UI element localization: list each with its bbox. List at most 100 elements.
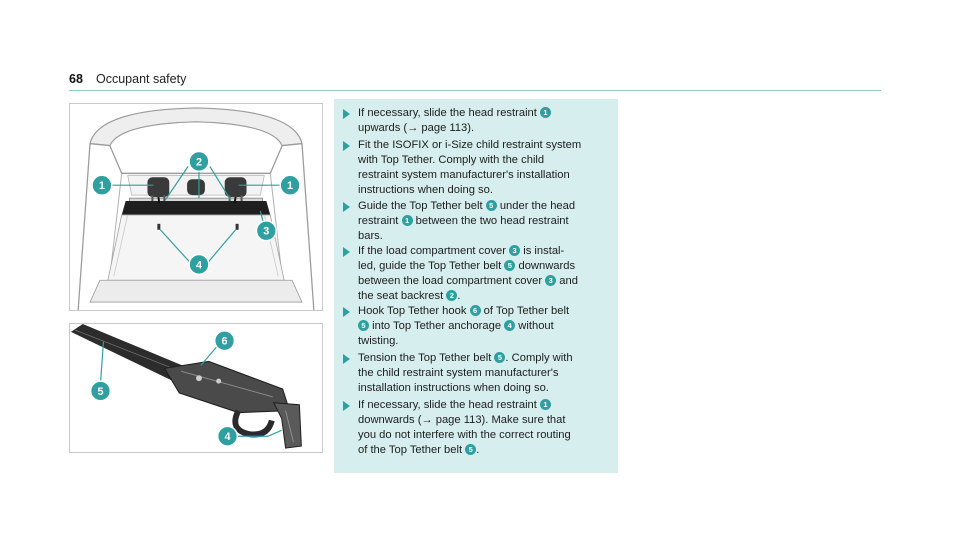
step-text: Tension the Top Tether belt 5. Comply wi… <box>358 351 610 396</box>
step-text-run: led, guide the Top Tether belt <box>358 260 505 272</box>
callout-1-right <box>279 174 301 196</box>
step-text: If necessary, slide the head restraint 1… <box>358 106 610 136</box>
step-line: you do not interfere with the correct ro… <box>358 428 610 443</box>
step-line: Tension the Top Tether belt 5. Comply wi… <box>358 351 610 366</box>
step-arrow-icon <box>343 141 350 151</box>
callout-2 <box>188 150 210 173</box>
step-text-run: Hook Top Tether hook <box>358 305 470 317</box>
step-line: led, guide the Top Tether belt 5 downwar… <box>358 259 610 274</box>
callout-ref-badge: 4 <box>504 320 516 331</box>
step-line: 5 into Top Tether anchorage 4 without <box>358 319 610 334</box>
instruction-panel: If necessary, slide the head restraint 1… <box>334 99 618 473</box>
callout-ref-badge: 2 <box>446 290 458 301</box>
step-line: the child restraint system manufacturer'… <box>358 366 610 381</box>
step-text-run: twisting. <box>358 335 399 347</box>
step-text-run: Fit the ISOFIX or i-Size child restraint… <box>358 139 582 151</box>
step-text-run: downwards <box>515 260 576 272</box>
callout-ref-badge: 1 <box>540 399 551 410</box>
step-arrow-icon <box>343 202 350 212</box>
step-text-run: upwards (→ page 113). <box>358 122 475 134</box>
step-line: Guide the Top Tether belt 5 under the he… <box>358 199 610 214</box>
svg-text:6: 6 <box>222 336 228 348</box>
svg-text:1: 1 <box>287 180 293 192</box>
step-line: Fit the ISOFIX or i-Size child restraint… <box>358 138 610 153</box>
callout-ref-badge: 3 <box>545 275 557 286</box>
callout-4-hook <box>216 425 239 447</box>
step-text: Hook Top Tether hook 6 of Top Tether bel… <box>358 304 610 349</box>
tether-hook-drawing: 6 5 4 <box>70 324 322 452</box>
svg-text:2: 2 <box>196 156 202 168</box>
page-number: 68 <box>69 72 83 86</box>
callout-ref-badge: 1 <box>540 107 551 118</box>
step-text-run: the seat backrest <box>358 290 447 302</box>
step-arrow-icon <box>343 401 350 411</box>
step-line: twisting. <box>358 334 610 349</box>
callout-4 <box>188 253 210 276</box>
step-line: between the load compartment cover 3 and <box>358 274 610 289</box>
step-text-run: If necessary, slide the head restraint <box>358 399 540 411</box>
callout-ref-badge: 5 <box>465 444 477 455</box>
trunk-drawing: 1 2 1 3 4 <box>70 104 322 310</box>
step-line: If the load compartment cover 3 is insta… <box>358 244 610 259</box>
step-text-run: . <box>457 290 461 302</box>
step-line: restraint 1 between the two head restrai… <box>358 214 610 229</box>
step-text-run: between the load compartment cover <box>358 275 546 287</box>
svg-text:4: 4 <box>224 431 230 443</box>
step-text-run: with Top Tether. Comply with the child <box>358 154 545 166</box>
callout-5 <box>89 380 112 402</box>
step-line: instructions when doing so. <box>358 183 610 198</box>
step-text: If the load compartment cover 3 is insta… <box>358 244 610 304</box>
step-text-run: of Top Tether belt <box>480 305 570 317</box>
step-text-run: restraint system manufacturer's installa… <box>358 169 570 181</box>
callout-ref-badge: 1 <box>401 215 413 226</box>
step-text: Fit the ISOFIX or i-Size child restraint… <box>358 138 610 198</box>
step-text-run: downwards (→ page 113). Make sure that <box>358 414 566 426</box>
svg-text:5: 5 <box>97 386 103 398</box>
step-text-run: under the head <box>496 200 576 212</box>
step-text-run: bars. <box>358 230 383 242</box>
step-line: installation instructions when doing so. <box>358 381 610 396</box>
svg-text:1: 1 <box>99 180 105 192</box>
step-line: bars. <box>358 229 610 244</box>
tether-hook-illustration: 6 5 4 <box>69 323 323 453</box>
callout-ref-badge: 5 <box>504 260 516 271</box>
page-header: 68 Occupant safety <box>69 70 881 91</box>
step-text-run: without <box>515 320 554 332</box>
step-text-run: and <box>556 275 578 287</box>
callout-ref-badge: 5 <box>358 320 369 331</box>
step-text-run: Tension the Top Tether belt <box>358 352 495 364</box>
callout-ref-badge: 5 <box>494 352 506 363</box>
step-text-run: installation instructions when doing so. <box>358 382 549 394</box>
step-text-run: the child restraint system manufacturer'… <box>358 367 559 379</box>
callout-ref-badge: 3 <box>509 245 521 256</box>
callout-3 <box>255 220 277 242</box>
svg-text:3: 3 <box>263 226 269 238</box>
step-line: of the Top Tether belt 5. <box>358 443 610 458</box>
step-line: Hook Top Tether hook 6 of Top Tether bel… <box>358 304 610 319</box>
callout-ref-badge: 6 <box>469 305 481 316</box>
step-text-run: Guide the Top Tether belt <box>358 200 486 212</box>
step-text-run: of the Top Tether belt <box>358 444 466 456</box>
section-title: Occupant safety <box>96 72 187 86</box>
step-text-run: If necessary, slide the head restraint <box>358 107 540 119</box>
step-text: Guide the Top Tether belt 5 under the he… <box>358 199 610 244</box>
step-text-run: restraint <box>358 215 402 227</box>
step-line: the seat backrest 2. <box>358 289 610 304</box>
step-text-run: into Top Tether anchorage <box>369 320 505 332</box>
step-text: If necessary, slide the head restraint 1… <box>358 398 610 458</box>
step-arrow-icon <box>343 247 350 257</box>
callout-6 <box>213 330 236 352</box>
step-text-run: If the load compartment cover <box>358 245 510 257</box>
step-text-run: you do not interfere with the correct ro… <box>358 429 571 441</box>
step-text-run: is instal- <box>520 245 565 257</box>
step-text-run: between the two head restraint <box>412 215 569 227</box>
svg-text:4: 4 <box>196 259 202 271</box>
trunk-illustration: 1 2 1 3 4 <box>69 103 323 311</box>
step-text-run: instructions when doing so. <box>358 184 493 196</box>
step-text-run: . Comply with <box>505 352 573 364</box>
step-line: with Top Tether. Comply with the child <box>358 153 610 168</box>
step-line: restraint system manufacturer's installa… <box>358 168 610 183</box>
step-text-run: . <box>476 444 480 456</box>
step-line: upwards (→ page 113). <box>358 121 610 136</box>
step-line: If necessary, slide the head restraint 1 <box>358 398 610 413</box>
